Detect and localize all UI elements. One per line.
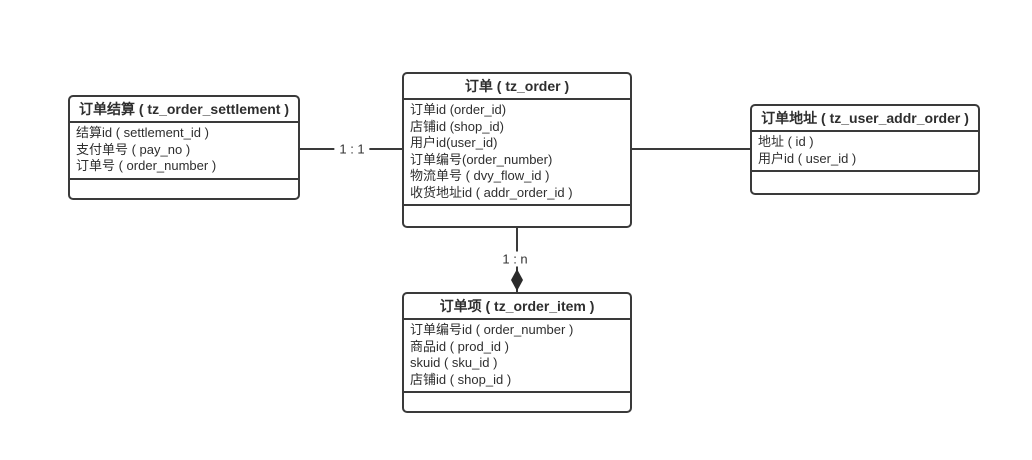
field-row: 地址 ( id ) <box>758 134 814 149</box>
entity-order-settlement[interactable]: 订单结算 ( tz_order_settlement ) 结算id ( sett… <box>68 95 300 200</box>
entity-title: 订单项 ( tz_order_item ) <box>439 298 595 314</box>
field-row: 用户id(user_id) <box>410 135 498 150</box>
entity-fields: 地址 ( id ) 用户id ( user_id ) <box>752 130 978 170</box>
field-row: 订单号 ( order_number ) <box>76 158 217 173</box>
entity-fields: 订单编号id ( order_number ) 商品id ( prod_id )… <box>404 318 630 391</box>
field-row: 订单id (order_id) <box>410 102 507 117</box>
field-row: 物流单号 ( dvy_flow_id ) <box>410 168 550 183</box>
connector-order-addr <box>632 148 750 150</box>
field-row: 订单编号id ( order_number ) <box>410 322 574 337</box>
field-row: skuid ( sku_id ) <box>410 355 498 370</box>
entity-title: 订单地址 ( tz_user_addr_order ) <box>761 110 969 126</box>
field-row: 店铺id (shop_id) <box>410 118 504 134</box>
entity-order[interactable]: 订单 ( tz_order ) 订单id (order_id) 店铺id (sh… <box>402 72 632 228</box>
connector-label-one-to-many: 1 : n <box>497 251 533 267</box>
entity-title: 订单结算 ( tz_order_settlement ) <box>78 101 290 117</box>
entity-empty-section <box>70 177 298 199</box>
field-row: 支付单号 ( pay_no ) <box>76 141 191 157</box>
entity-fields: 订单id (order_id) 店铺id (shop_id) 用户id(user… <box>404 98 630 204</box>
entity-empty-section <box>404 204 630 226</box>
entity-user-addr-order[interactable]: 订单地址 ( tz_user_addr_order ) 地址 ( id ) 用户… <box>750 104 980 195</box>
entity-fields: 结算id ( settlement_id ) 支付单号 ( pay_no ) 订… <box>70 121 298 178</box>
field-row: 店铺id ( shop_id ) <box>410 371 512 387</box>
connector-label-one-to-one: 1 : 1 <box>334 141 370 157</box>
field-row: 订单编号(order_number) <box>410 151 553 167</box>
field-row: 收货地址id ( addr_order_id ) <box>410 184 573 200</box>
entity-empty-section <box>404 391 630 411</box>
entity-empty-section <box>752 170 978 193</box>
filled-diamond-arrow-icon <box>511 269 523 291</box>
entity-title: 订单 ( tz_order ) <box>464 78 570 94</box>
field-row: 用户id ( user_id ) <box>758 150 857 166</box>
field-row: 结算id ( settlement_id ) <box>76 125 209 140</box>
entity-order-item[interactable]: 订单项 ( tz_order_item ) 订单编号id ( order_num… <box>402 292 632 413</box>
field-row: 商品id ( prod_id ) <box>410 338 509 354</box>
